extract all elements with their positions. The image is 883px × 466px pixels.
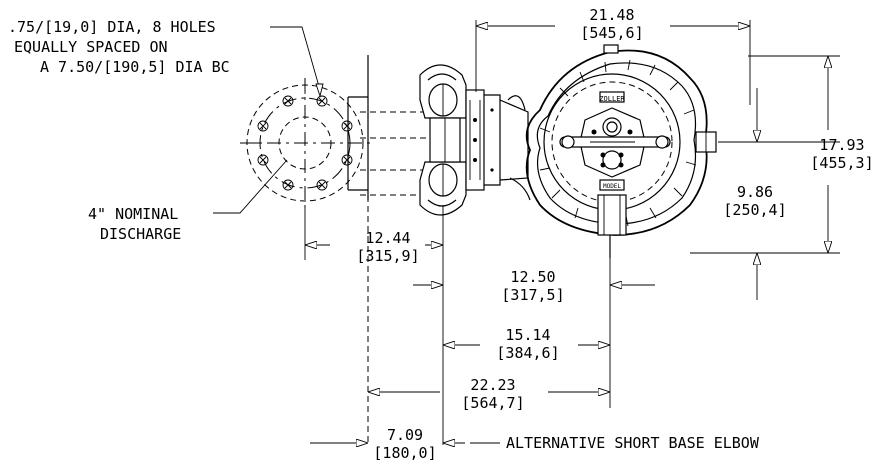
dim-discharge-offset-mm: [315,9] <box>356 247 419 265</box>
discharge-flange-view <box>240 78 375 212</box>
pump-head-top-view: ZOLLER MODEL <box>525 44 717 258</box>
discharge-note-line2: DISCHARGE <box>100 225 181 243</box>
pump-body-side <box>347 55 531 445</box>
discharge-note-line1: 4" NOMINAL <box>88 205 178 223</box>
bolt-holes <box>257 95 353 191</box>
holes-note-line3: A 7.50/[190,5] DIA BC <box>40 58 230 76</box>
dim-center-to-base-in: 12.50 <box>510 268 555 286</box>
dim-height-right-mm: [455,3] <box>810 154 873 172</box>
holes-note-line2: EQUALLY SPACED ON <box>14 38 168 56</box>
dim-width-top-in: 21.48 <box>589 6 634 24</box>
dim-center-height-mm: [250,4] <box>723 201 786 219</box>
svg-text:ZOLLER: ZOLLER <box>599 95 625 103</box>
dim-height-right-in: 17.93 <box>819 136 864 154</box>
dim-width-top-mm: [545,6] <box>580 24 643 42</box>
dim-discharge-offset-in: 12.44 <box>365 229 410 247</box>
dim-overall-base-in: 22.23 <box>470 376 515 394</box>
dim-base-width-mm: [384,6] <box>496 344 559 362</box>
alt-elbow-note: ALTERNATIVE SHORT BASE ELBOW <box>506 434 760 452</box>
dim-center-to-base-mm: [317,5] <box>501 286 564 304</box>
dim-center-height-in: 9.86 <box>737 183 773 201</box>
dim-short-elbow-mm: [180,0] <box>373 444 436 462</box>
svg-text:MODEL: MODEL <box>603 183 621 190</box>
dim-overall-base-mm: [564,7] <box>461 394 524 412</box>
dim-short-elbow-in: 7.09 <box>387 426 423 444</box>
holes-note-line1: .75/[19,0] DIA, 8 HOLES <box>8 18 216 36</box>
dim-base-width-in: 15.14 <box>505 326 550 344</box>
